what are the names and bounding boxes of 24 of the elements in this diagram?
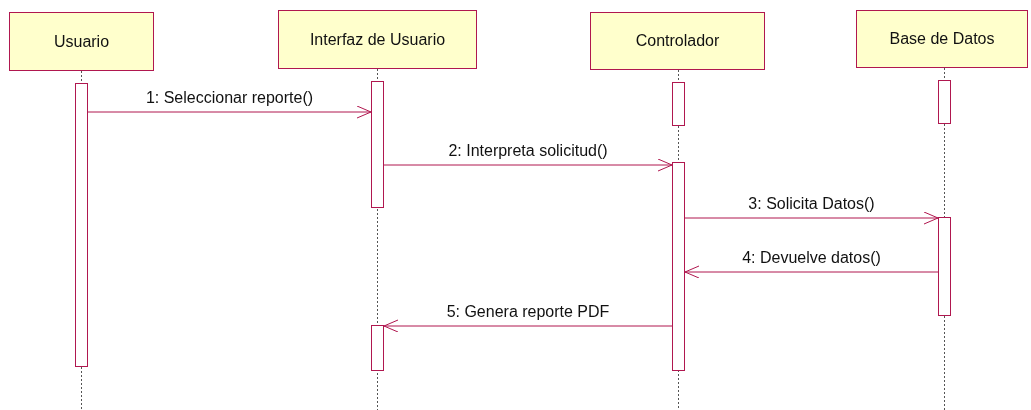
message-arrow	[87, 105, 372, 119]
participant-box	[278, 10, 477, 69]
message-arrow	[684, 211, 939, 225]
activation-bar	[371, 81, 384, 208]
participant-box	[9, 12, 154, 71]
activation-bar	[672, 162, 685, 371]
message-label: 2: Interpreta solicitud()	[446, 142, 610, 160]
message-arrow	[383, 319, 673, 333]
participant-box	[590, 12, 765, 70]
message-arrow	[383, 158, 673, 172]
participant-name: Base de Datos	[889, 30, 995, 48]
participant-name: Controlador	[635, 32, 720, 50]
message-arrow	[684, 265, 939, 279]
activation-bar	[371, 325, 384, 371]
activation-bar	[75, 83, 88, 367]
participant-name: Usuario	[53, 32, 110, 51]
activation-bar	[938, 217, 951, 316]
activation-bar	[938, 80, 951, 124]
participant-name: Interfaz de Usuario	[309, 30, 446, 49]
message-label: 4: Devuelve datos()	[740, 249, 883, 267]
participant-box	[856, 10, 1028, 68]
message-label: 3: Solicita Datos()	[746, 195, 877, 213]
activation-bar	[672, 82, 685, 126]
message-label: 5: Genera reporte PDF	[444, 303, 612, 321]
